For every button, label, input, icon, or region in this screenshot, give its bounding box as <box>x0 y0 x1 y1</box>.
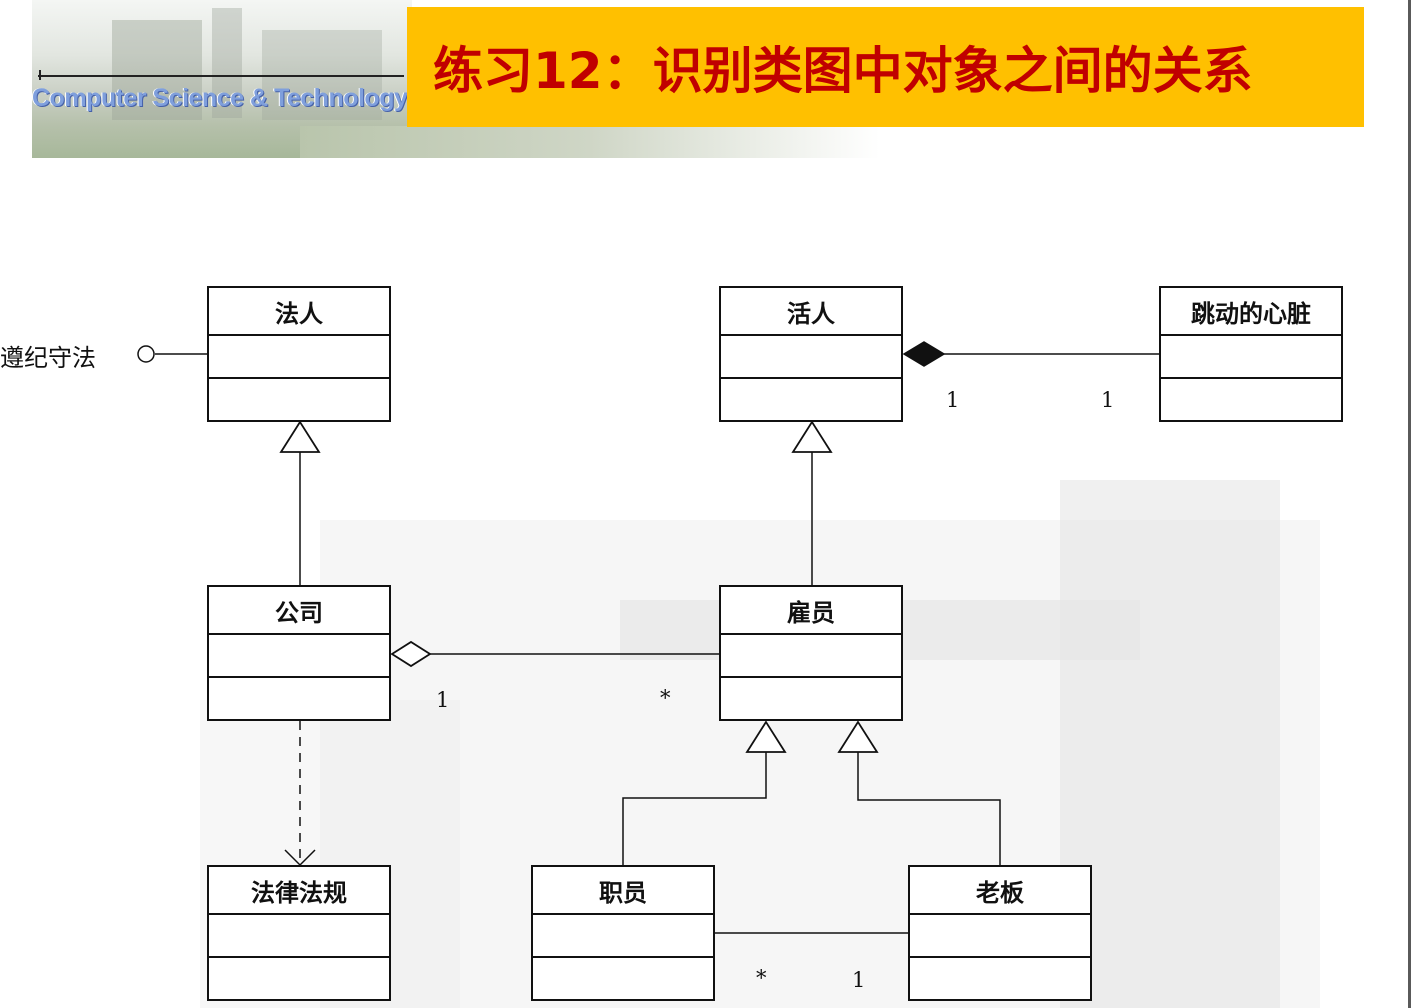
multiplicity-employee-side: * <box>660 686 671 710</box>
class-operations <box>209 678 389 719</box>
header-rule-tick <box>39 70 41 80</box>
interface-label: 遵纪守法 <box>0 344 96 372</box>
class-name: 法律法规 <box>209 867 389 915</box>
class-operations <box>910 958 1090 999</box>
class-staff[interactable]: 职员 <box>531 865 715 1001</box>
page-title: 练习12：识别类图中对象之间的关系 <box>433 42 1253 100</box>
title-banner: 练习12：识别类图中对象之间的关系 <box>407 7 1364 127</box>
multiplicity-heart-owner: 1 <box>946 388 960 412</box>
composition-heart <box>902 341 1160 367</box>
class-attributes <box>721 336 901 379</box>
interface-lollipop <box>137 345 208 363</box>
class-attributes <box>721 635 901 678</box>
header-grass-fade <box>300 126 880 158</box>
class-attributes <box>1161 336 1341 379</box>
class-name: 雇员 <box>721 587 901 635</box>
generalization-company-legal-person <box>279 420 321 586</box>
class-name: 法人 <box>209 288 389 336</box>
generalization-boss-employee <box>837 720 1001 866</box>
multiplicity-boss-side: 1 <box>852 968 866 992</box>
brand-text: Computer Science & Technology <box>32 84 408 112</box>
multiplicity-heart-part: 1 <box>1101 388 1115 412</box>
class-operations <box>721 379 901 420</box>
class-name: 老板 <box>910 867 1090 915</box>
class-laws[interactable]: 法律法规 <box>207 865 391 1001</box>
class-operations <box>533 958 713 999</box>
class-operations <box>1161 379 1341 420</box>
class-name: 活人 <box>721 288 901 336</box>
slide-right-edge <box>1408 0 1411 1008</box>
class-living-person[interactable]: 活人 <box>719 286 903 422</box>
dependency-company-laws <box>284 721 316 867</box>
class-operations <box>209 958 389 999</box>
class-legal-person[interactable]: 法人 <box>207 286 391 422</box>
class-employee[interactable]: 雇员 <box>719 585 903 721</box>
class-name: 跳动的心脏 <box>1161 288 1341 336</box>
header-rule-line <box>38 75 404 77</box>
aggregation-company-employee <box>390 640 720 668</box>
class-name: 公司 <box>209 587 389 635</box>
class-boss[interactable]: 老板 <box>908 865 1092 1001</box>
class-company[interactable]: 公司 <box>207 585 391 721</box>
class-operations <box>721 678 901 719</box>
class-attributes <box>533 915 713 958</box>
class-operations <box>209 379 389 420</box>
class-name: 职员 <box>533 867 713 915</box>
class-beating-heart[interactable]: 跳动的心脏 <box>1159 286 1343 422</box>
class-attributes <box>209 915 389 958</box>
multiplicity-staff-side: * <box>756 966 767 990</box>
generalization-employee-living-person <box>791 420 833 586</box>
class-attributes <box>910 915 1090 958</box>
class-attributes <box>209 635 389 678</box>
class-attributes <box>209 336 389 379</box>
multiplicity-company-side: 1 <box>436 688 450 712</box>
generalization-staff-employee <box>622 720 787 866</box>
